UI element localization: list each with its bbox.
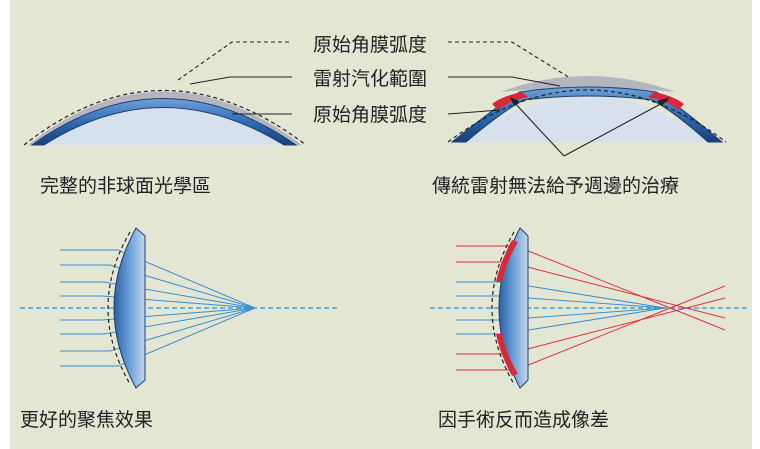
leader-ablation-left (189, 76, 292, 85)
red-periphery-left (492, 92, 528, 110)
leader-ablation-right (448, 76, 561, 87)
caption-top-right: 傳統雷射無法給予週邊的治療 (432, 175, 679, 197)
leader-original-bottom-right (447, 109, 501, 115)
leader-original-top-right (448, 41, 571, 79)
caption-top-left: 完整的非球面光學區 (40, 175, 211, 197)
original-curvature-dashed (23, 90, 307, 146)
focus-aberration (430, 227, 750, 389)
arrow-red-left (511, 99, 565, 157)
ablation-cap (500, 76, 676, 92)
lens-red-bottom (496, 334, 518, 376)
cornea-layer (30, 98, 298, 146)
label-ablation-zone: 雷射汽化範圍 (313, 68, 427, 90)
cornea-intact (23, 90, 307, 146)
arrowhead-right (657, 97, 670, 106)
label-original-curvature-top: 原始角膜弧度 (313, 34, 427, 56)
arrowhead-left (510, 97, 519, 106)
cornea-layer-right (450, 86, 724, 143)
lens-original-dashed-left (107, 231, 131, 385)
caption-bottom-left: 更好的聚焦效果 (20, 409, 153, 431)
label-original-curvature-bottom: 原始角膜弧度 (313, 104, 427, 126)
rays-left (60, 249, 256, 367)
arrow-red-right (563, 99, 669, 157)
original-curvature-dashed-right (447, 89, 727, 143)
focus-good (20, 227, 340, 389)
ablation-layer (28, 91, 302, 145)
leader-lines (177, 41, 669, 157)
lens-left (113, 227, 146, 389)
leader-original-top-left (177, 41, 292, 81)
lens-original-dashed-right (491, 231, 515, 385)
cornea-inner-fill-right (462, 96, 710, 142)
caption-bottom-right: 因手術反而造成像差 (438, 409, 609, 431)
lens-red-top (496, 240, 518, 282)
